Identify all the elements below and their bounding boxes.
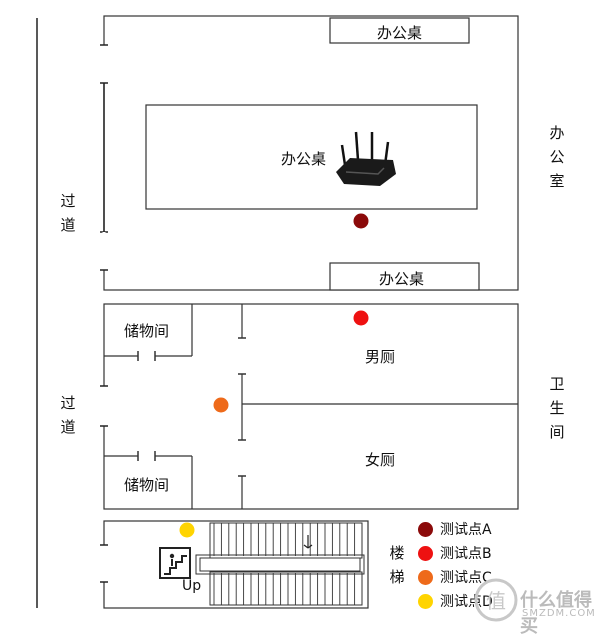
storage-bottom-label: 储物间 [124,476,170,494]
desk-top [329,17,470,44]
legend-swatch-b [418,546,433,561]
test-point-d [179,522,195,538]
womens-restroom-label: 女厕 [365,451,396,469]
watermark-subtext: SMZDM.COM [522,608,596,619]
stair-arrow [303,535,313,549]
router-icon [336,131,396,186]
staircase [195,522,365,606]
legend-swatch-c [418,570,433,585]
svg-text:值: 值 [486,589,506,613]
bathroom-label: 卫生间 [549,375,565,441]
legend-swatch-a [418,522,433,537]
test-point-a [353,213,369,229]
restroom-doors [100,385,108,427]
storage-bottom [104,451,193,509]
legend-label-c: 测试点C [440,570,492,586]
desk-center [145,104,478,210]
stairs-label: 楼梯 [389,544,405,586]
corridor-mid-label: 过道 [60,394,76,436]
desk-bottom [329,262,480,291]
corridor-top-label: 过道 [60,192,76,234]
test-point-b [353,310,369,326]
desk-bottom-label: 办公桌 [379,270,425,288]
stairwell-doors [100,544,108,583]
storage-top [104,304,193,361]
legend-label-d: 测试点D [440,594,493,610]
stairs-up-label: Up [182,578,202,594]
test-point-c [213,397,229,413]
office-label: 办公室 [549,124,565,190]
mens-restroom-label: 男厕 [365,348,396,366]
legend-label-b: 测试点B [440,546,492,562]
storage-top-label: 储物间 [124,322,170,340]
office-doors [100,44,108,271]
legend-swatch-d [418,594,433,609]
legend-label-a: 测试点A [440,522,492,538]
watermark-logo-icon: 值 [474,578,518,622]
desk-center-label: 办公桌 [281,150,327,168]
stairs-sign-icon [159,547,191,579]
stair-steps [213,523,356,605]
restroom-partition [238,304,518,509]
desk-top-label: 办公桌 [377,24,423,42]
